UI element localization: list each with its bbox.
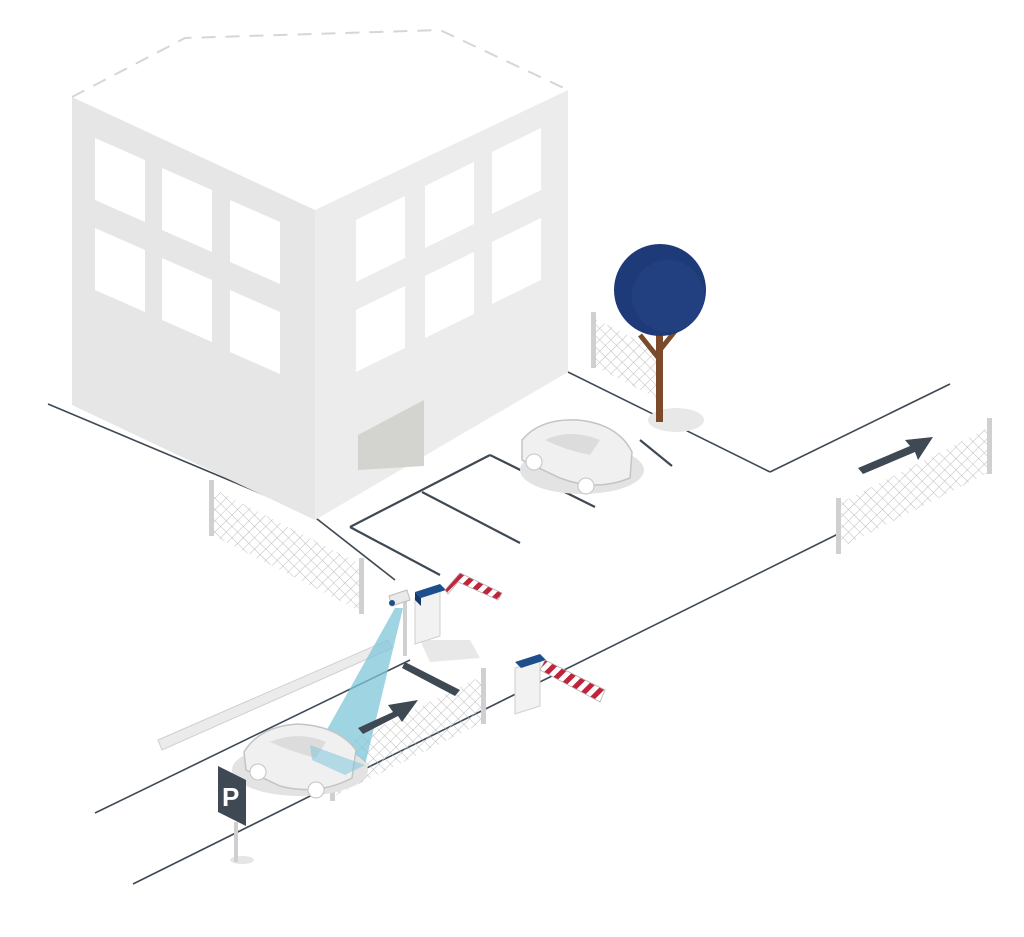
fence-right-icon <box>836 418 992 554</box>
boom-barrier-exit-icon <box>514 654 606 715</box>
fence-tree-icon <box>591 312 660 400</box>
camera-icon <box>310 589 411 765</box>
parked-car-icon <box>520 419 644 495</box>
entry-arrow-icon <box>358 700 418 734</box>
parking-sign-icon: P <box>218 766 254 864</box>
parking-bay-lines <box>349 439 673 576</box>
building-icon <box>71 28 569 520</box>
parking-sign-letter: P <box>222 782 239 812</box>
boom-barrier-entry-icon <box>414 572 503 662</box>
direction-arrow-icon <box>858 437 933 474</box>
entering-car-icon <box>232 723 368 799</box>
tree-icon <box>614 244 706 432</box>
fence-icon <box>209 480 364 614</box>
